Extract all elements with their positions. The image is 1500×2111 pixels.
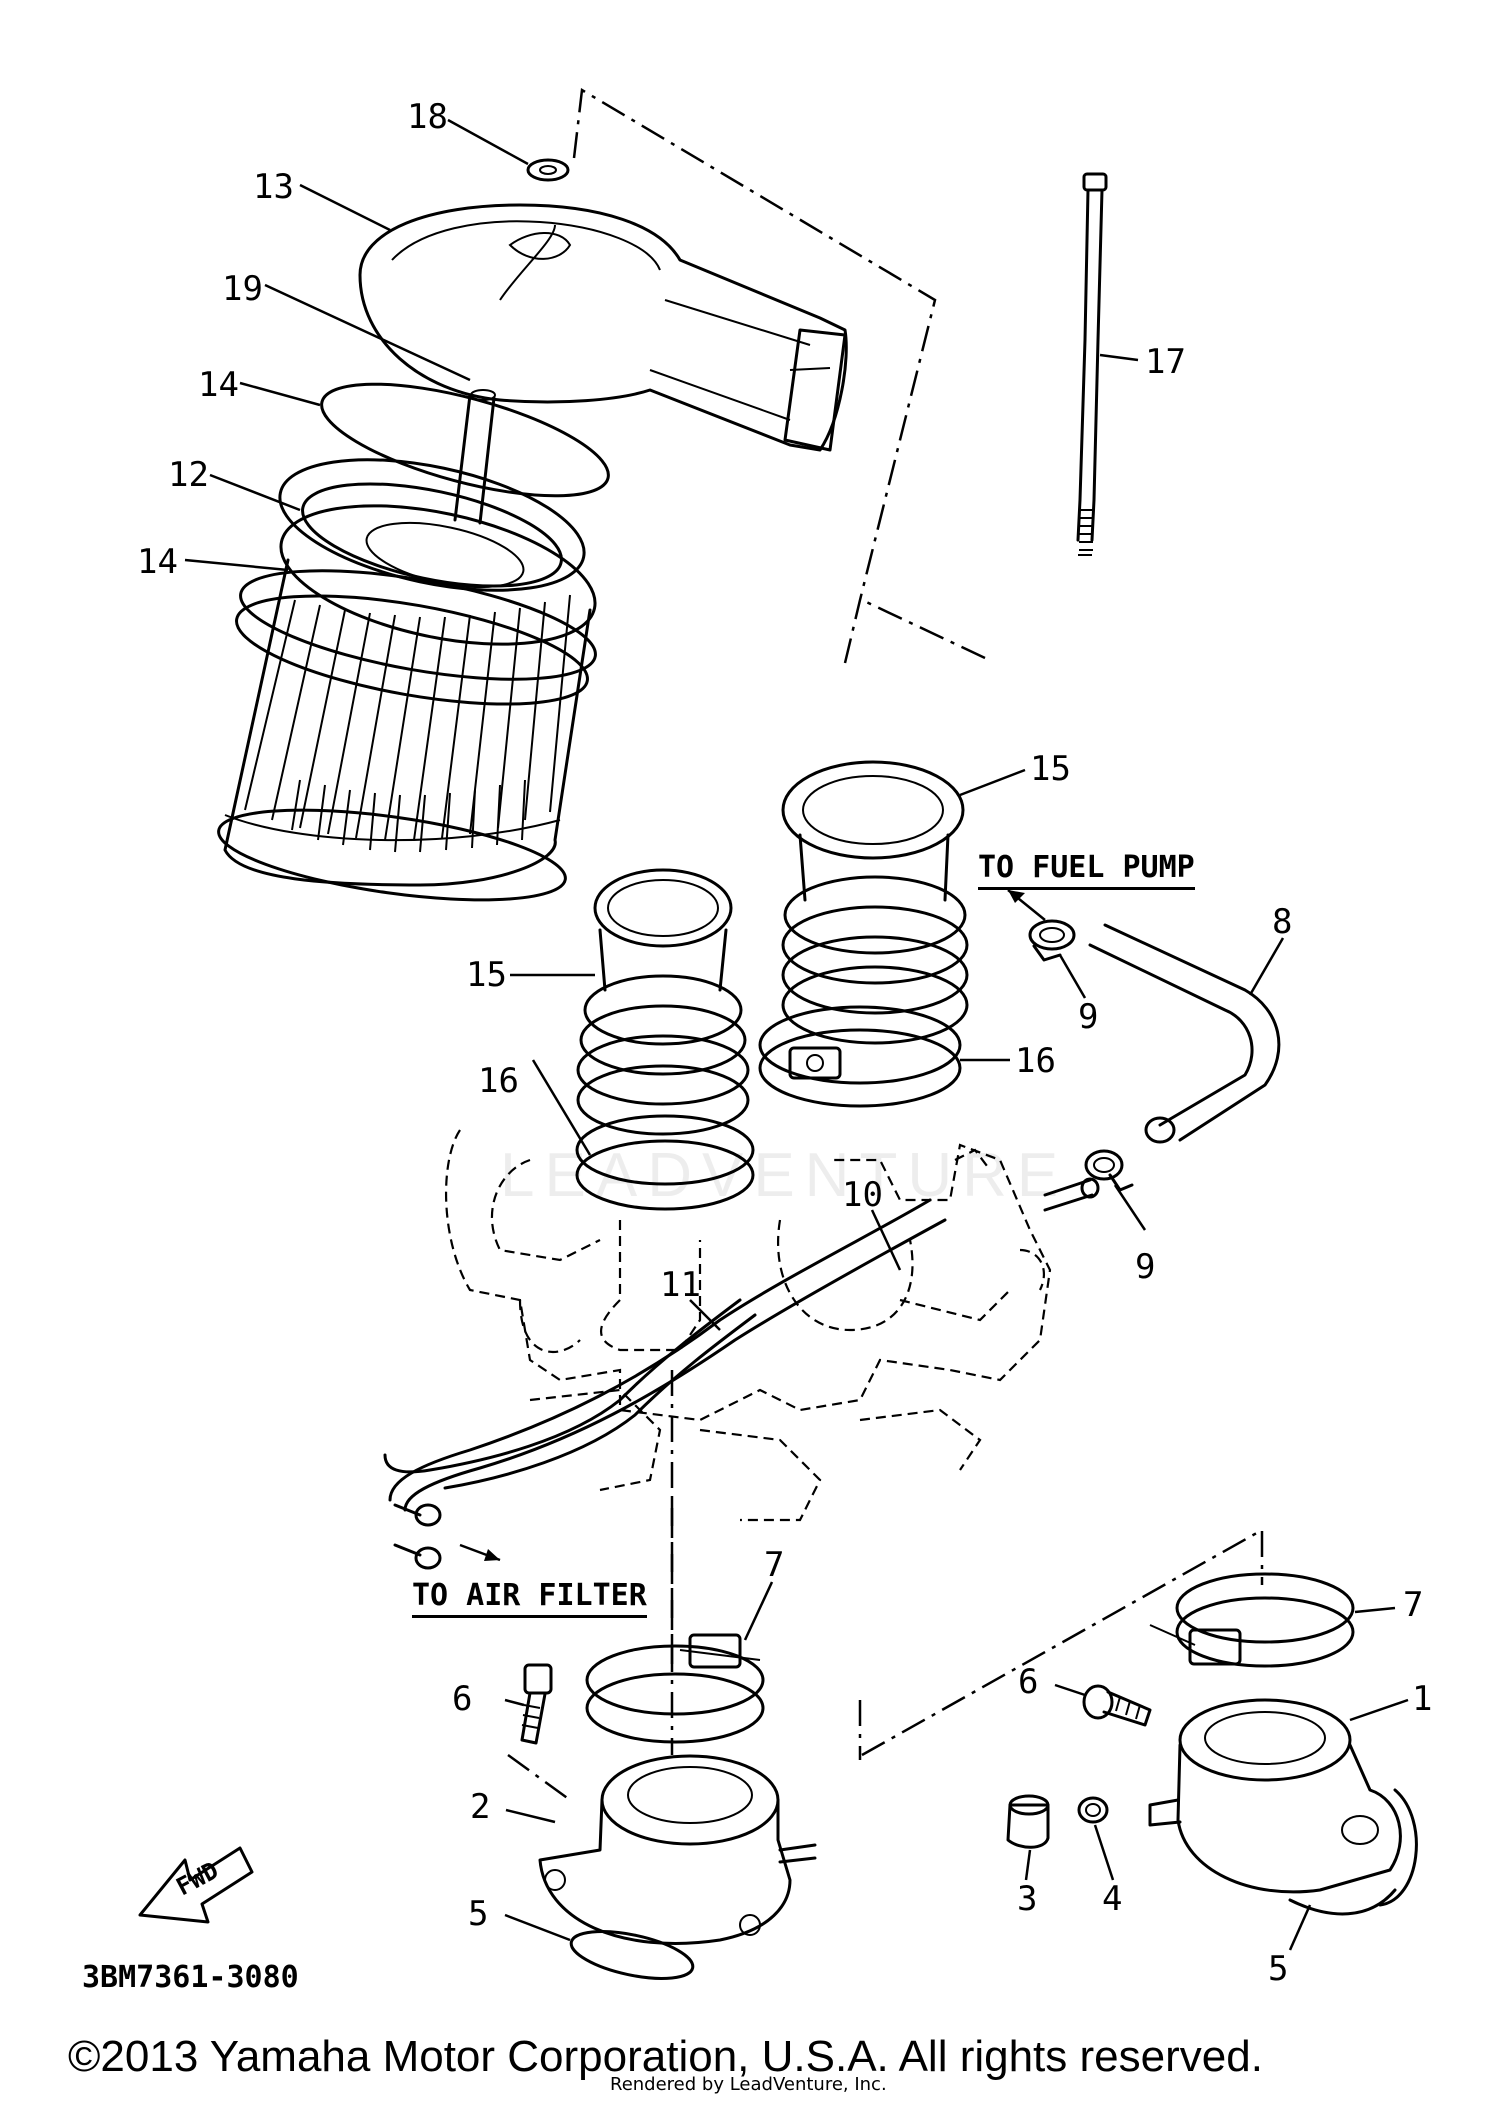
callout-17: 17 bbox=[1145, 342, 1186, 382]
part-6-screw-left bbox=[520, 1663, 553, 1745]
part-9-clip-lower bbox=[1084, 1149, 1134, 1192]
callout-16-left: 16 bbox=[478, 1061, 519, 1101]
part-7-clamp-left bbox=[585, 1633, 765, 1744]
diagram-code: 3BM7361-3080 bbox=[82, 1960, 299, 1995]
note-to-air-filter: TO AIR FILTER bbox=[412, 1578, 647, 1618]
part-13-filter-cover bbox=[358, 203, 848, 452]
carburetor-assembly bbox=[444, 1129, 1052, 1522]
watermark: LEADVENTURE bbox=[500, 1141, 1069, 1210]
part-14-o-ring-top bbox=[320, 382, 610, 498]
part-3-cap bbox=[1006, 1794, 1050, 1849]
callout-1: 1 bbox=[1412, 1679, 1433, 1719]
part-19-stem bbox=[453, 389, 496, 525]
part-5-gasket-left bbox=[569, 1930, 695, 1980]
callout-9-upper: 9 bbox=[1078, 997, 1099, 1037]
callout-12: 12 bbox=[168, 455, 209, 495]
part-17-bolt bbox=[1076, 172, 1108, 556]
callout-5-right: 5 bbox=[1268, 1949, 1289, 1989]
callout-18: 18 bbox=[407, 97, 448, 137]
part-11-hose bbox=[383, 1298, 757, 1490]
hose-ends-to-air-filter bbox=[393, 1503, 442, 1570]
callout-11: 11 bbox=[660, 1265, 701, 1305]
fitting-nipple bbox=[1043, 1177, 1100, 1212]
callout-2: 2 bbox=[470, 1787, 491, 1827]
callout-8: 8 bbox=[1272, 902, 1293, 942]
leader-lines bbox=[184, 118, 1409, 1951]
callout-14-top: 14 bbox=[198, 365, 239, 405]
part-9-clip-upper bbox=[1028, 919, 1076, 962]
part-16-clamp-left bbox=[575, 1114, 755, 1211]
rendered-by-notice: Rendered by LeadVenture, Inc. bbox=[610, 2074, 887, 2095]
callout-6-left: 6 bbox=[452, 1679, 473, 1719]
callout-10: 10 bbox=[842, 1175, 883, 1215]
part-1-intake-joint bbox=[1148, 1698, 1418, 1907]
copyright-notice: ©2013 Yamaha Motor Corporation, U.S.A. A… bbox=[68, 2032, 1263, 2081]
callout-6-right: 6 bbox=[1018, 1662, 1039, 1702]
part-4-clip bbox=[1077, 1796, 1109, 1824]
part-15-velocity-stack-left bbox=[576, 868, 750, 1136]
part-18-grommet bbox=[526, 158, 570, 182]
part-6-screw-right bbox=[1082, 1684, 1152, 1727]
callout-16-right: 16 bbox=[1015, 1041, 1056, 1081]
note-arrows bbox=[459, 889, 1046, 1562]
callout-7-left: 7 bbox=[764, 1545, 785, 1585]
callout-14-bottom: 14 bbox=[137, 542, 178, 582]
callout-15-left: 15 bbox=[466, 955, 507, 995]
callout-9-lower: 9 bbox=[1135, 1247, 1156, 1287]
callout-15-right: 15 bbox=[1030, 749, 1071, 789]
callout-7-right: 7 bbox=[1403, 1585, 1424, 1625]
assembly-reference-lines bbox=[507, 87, 1264, 1802]
part-15-velocity-stack-right bbox=[781, 760, 969, 1045]
note-to-fuel-pump: TO FUEL PUMP bbox=[978, 850, 1195, 890]
part-8-fuel-hose bbox=[1088, 923, 1281, 1144]
part-16-clamp-right bbox=[758, 1005, 962, 1108]
part-12-filter-element bbox=[217, 458, 597, 902]
part-5-gasket-right bbox=[1288, 1888, 1397, 1916]
callout-5-left: 5 bbox=[468, 1894, 489, 1934]
callout-4: 4 bbox=[1102, 1879, 1123, 1919]
part-7-clamp-right bbox=[1149, 1572, 1355, 1668]
part-2-intake-joint bbox=[538, 1754, 817, 1945]
callout-19: 19 bbox=[222, 269, 263, 309]
part-10-hose bbox=[388, 1198, 947, 1512]
callout-13: 13 bbox=[253, 167, 294, 207]
callout-3: 3 bbox=[1017, 1879, 1038, 1919]
fwd-arrow: FWD bbox=[138, 1846, 254, 1924]
